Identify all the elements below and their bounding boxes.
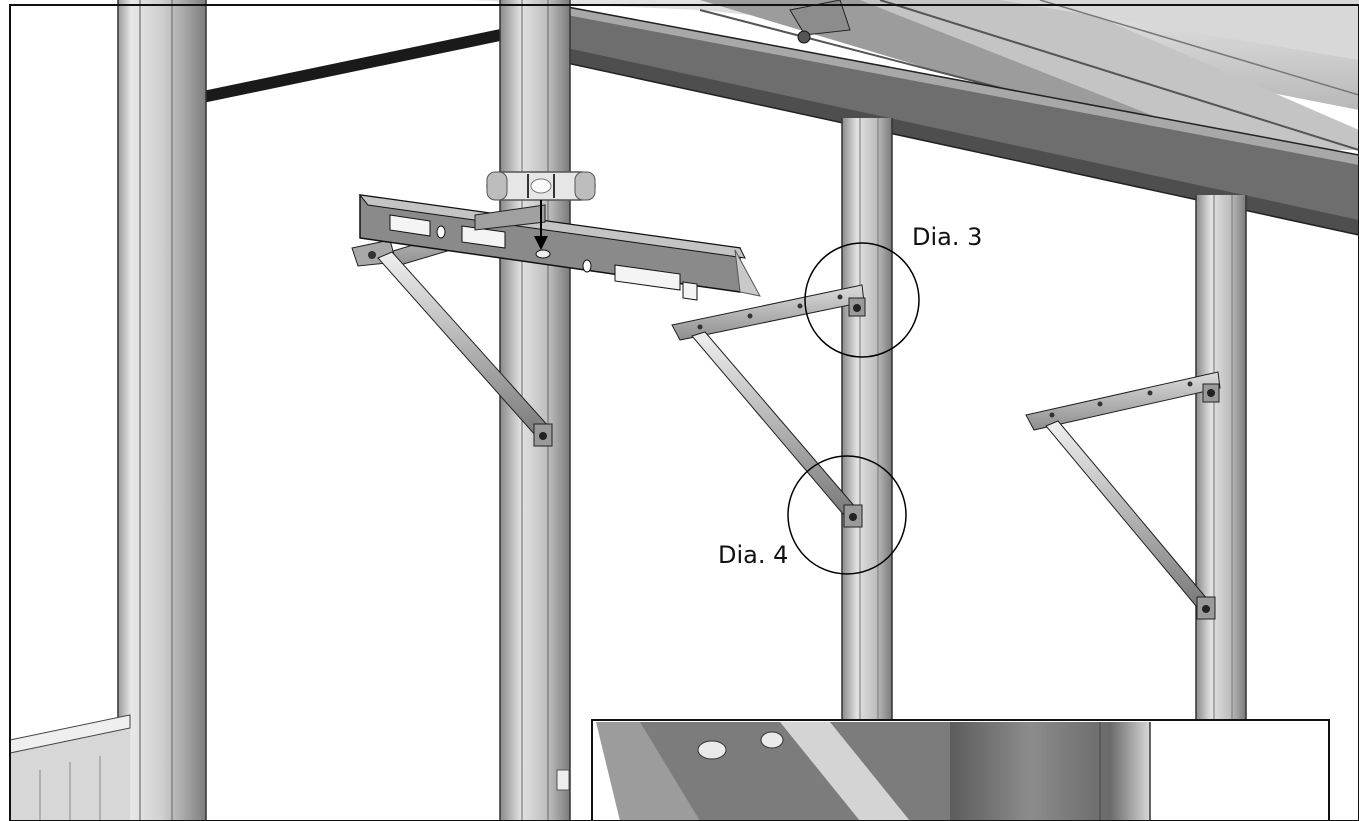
down-arrow-icon <box>534 200 548 250</box>
page-frame <box>9 4 1359 821</box>
bubble-vial-icon <box>486 171 596 201</box>
level-tool-icon <box>358 194 761 301</box>
center-post <box>499 0 571 821</box>
inset-detail-box <box>591 719 1330 821</box>
eave-beam <box>529 0 1359 236</box>
callout-circle-dia-3 <box>804 242 920 358</box>
callout-circle-dia-4 <box>787 455 907 575</box>
corner-post-left <box>117 0 207 821</box>
shelf-bracket-right <box>1025 371 1221 620</box>
callout-label-dia-3: Dia. 3 <box>912 223 982 251</box>
lower-wall-panel <box>9 714 131 821</box>
callout-label-dia-4: Dia. 4 <box>718 541 788 569</box>
right-post <box>1195 195 1247 821</box>
shelf-bracket-middle <box>671 284 866 528</box>
upper-rail <box>198 28 505 104</box>
